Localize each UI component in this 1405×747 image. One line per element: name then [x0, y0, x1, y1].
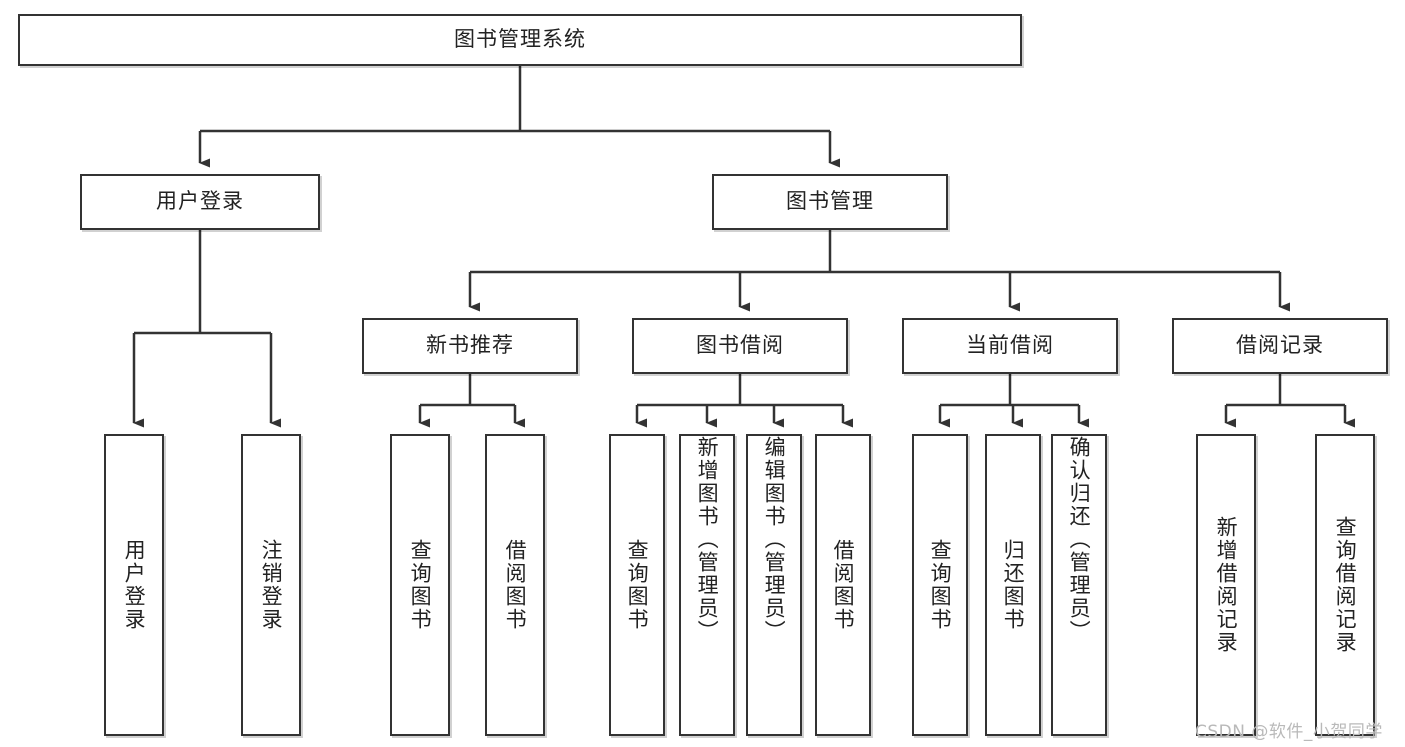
leaf-query-book-3[interactable]: 查询图书: [912, 434, 968, 736]
leaf-borrow-book-2[interactable]: 借阅图书: [815, 434, 871, 736]
leaf-query-book-1-label: 查询图书: [408, 539, 433, 631]
node-current-borrow[interactable]: 当前借阅: [902, 318, 1118, 374]
leaf-query-book-2[interactable]: 查询图书: [609, 434, 665, 736]
csdn-watermark: CSDN @软件_小贺同学: [1195, 722, 1383, 742]
leaf-query-record[interactable]: 查询借阅记录: [1315, 434, 1375, 736]
leaf-add-record[interactable]: 新增借阅记录: [1196, 434, 1256, 736]
leaf-borrow-book-1-label: 借阅图书: [503, 539, 528, 631]
leaf-confirm-return[interactable]: 确认归还（管理员）: [1051, 434, 1107, 736]
leaf-return-book-label: 归还图书: [1001, 539, 1026, 631]
leaf-edit-book-label: 编辑图书（管理员）: [762, 436, 787, 643]
node-new-book-recommend[interactable]: 新书推荐: [362, 318, 578, 374]
node-borrow-record-label: 借阅记录: [1236, 333, 1324, 358]
leaf-query-book-2-label: 查询图书: [625, 539, 650, 631]
node-root[interactable]: 图书管理系统: [18, 14, 1022, 66]
node-borrow-record[interactable]: 借阅记录: [1172, 318, 1388, 374]
node-book-manage[interactable]: 图书管理: [712, 174, 948, 230]
leaf-edit-book[interactable]: 编辑图书（管理员）: [746, 434, 802, 736]
leaf-return-book[interactable]: 归还图书: [985, 434, 1041, 736]
leaf-query-record-label: 查询借阅记录: [1333, 516, 1358, 654]
node-book-manage-label: 图书管理: [786, 189, 874, 214]
node-current-borrow-label: 当前借阅: [966, 333, 1054, 358]
leaf-borrow-book-1[interactable]: 借阅图书: [485, 434, 545, 736]
node-user-login[interactable]: 用户登录: [80, 174, 320, 230]
leaf-borrow-book-2-label: 借阅图书: [831, 539, 856, 631]
leaf-logout-label: 注销登录: [259, 539, 284, 631]
leaf-add-book[interactable]: 新增图书（管理员）: [679, 434, 735, 736]
leaf-user-login-label: 用户登录: [122, 539, 147, 631]
node-root-label: 图书管理系统: [454, 27, 586, 52]
leaf-user-login[interactable]: 用户登录: [104, 434, 164, 736]
leaf-add-record-label: 新增借阅记录: [1214, 516, 1239, 654]
node-new-book-recommend-label: 新书推荐: [426, 333, 514, 358]
leaf-add-book-label: 新增图书（管理员）: [695, 436, 720, 643]
node-book-borrow-label: 图书借阅: [696, 333, 784, 358]
node-user-login-label: 用户登录: [156, 189, 244, 214]
leaf-query-book-3-label: 查询图书: [928, 539, 953, 631]
node-book-borrow[interactable]: 图书借阅: [632, 318, 848, 374]
leaf-query-book-1[interactable]: 查询图书: [390, 434, 450, 736]
leaf-logout[interactable]: 注销登录: [241, 434, 301, 736]
leaf-confirm-return-label: 确认归还（管理员）: [1067, 436, 1092, 643]
